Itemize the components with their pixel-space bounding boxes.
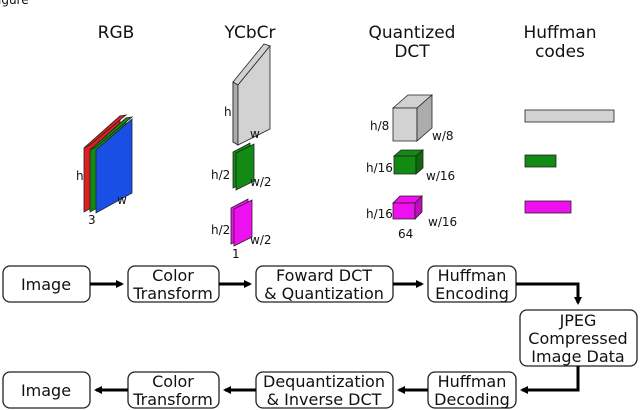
rgb-depth-label: 3 (88, 213, 96, 227)
cr-w-label: w/2 (250, 233, 272, 247)
header-quantized: Quantized (369, 23, 456, 43)
encode-color-label: Color (152, 266, 194, 285)
dct-y-front (392, 107, 418, 142)
header-codes: codes (535, 42, 585, 62)
dct-cb-w-label: w/16 (426, 169, 455, 183)
arrow-jpeg-to-huffman-decoding (520, 366, 580, 394)
rgb-red-top (83, 114, 128, 149)
dct-depth-label: 64 (398, 227, 413, 241)
dct-y-h-label: h/8 (370, 119, 389, 133)
huffman-encoding-label-1: Huffman (438, 266, 507, 285)
ycbcr-depth-label: 1 (232, 247, 240, 261)
huffman-code-bars (524, 109, 615, 214)
rgb-w-label: w (117, 193, 127, 207)
huffman-decoding-label-2: Decoding (434, 390, 510, 409)
ycbcr-planes: h w h/2 w/2 h/2 w/2 1 (211, 43, 272, 261)
forward-dct-label: Foward DCT (276, 266, 372, 285)
rgb-blue-front (95, 118, 133, 214)
huffman-bar-cb (524, 154, 557, 168)
rgb-h-label: h (76, 169, 84, 183)
decode-image-box (2, 371, 91, 409)
huffman-encoding-label-2: Encoding (435, 284, 509, 303)
dct-cb-h-label: h/16 (366, 161, 393, 175)
decode-color-label: Color (152, 372, 194, 391)
dct-cubes: h/8 w/8 h/16 w/16 h/16 w/16 64 (366, 94, 457, 241)
cr-plane-face (233, 199, 253, 247)
dct-cb-front (393, 155, 417, 175)
dct-y-w-label: w/8 (432, 129, 454, 143)
y-plane-edge (232, 81, 239, 146)
decode-image-label: Image (21, 381, 71, 400)
jpeg-label-3: Image Data (531, 347, 624, 366)
dct-cr-side (414, 195, 423, 220)
rgb-image-stack: h w 3 (76, 114, 134, 227)
jpeg-label-2: Compressed (528, 329, 627, 348)
y-plane-face (237, 44, 271, 146)
cb-w-label: w/2 (250, 175, 272, 189)
inverse-dct-label: & Inverse DCT (267, 390, 382, 409)
dct-cr-front (392, 202, 416, 220)
dct-cr-w-label: w/16 (428, 215, 457, 229)
huffman-bar-y (524, 109, 615, 123)
cr-h-label: h/2 (211, 223, 230, 237)
header-huffman: Huffman (523, 23, 596, 43)
huffman-bar-cr (524, 200, 572, 214)
header-ycbcr: YCbCr (224, 23, 276, 43)
quantization-label: & Quantization (264, 284, 384, 303)
dequantization-label: Dequantization (263, 372, 385, 391)
y-w-label: w (250, 127, 260, 141)
encode-image-label: Image (21, 275, 71, 294)
dct-cr-h-label: h/16 (366, 207, 393, 221)
cb-plane-face (235, 143, 255, 191)
header-dct: DCT (394, 42, 430, 62)
cb-h-label: h/2 (211, 168, 230, 182)
dct-y-side (416, 94, 433, 142)
jpeg-label-1: JPEG (559, 311, 597, 330)
arrow-huffman-to-jpeg (516, 282, 582, 305)
header-rgb: RGB (98, 23, 135, 43)
encode-transform-label: Transform (132, 284, 213, 303)
dct-cb-side (415, 149, 424, 175)
decode-transform-label: Transform (132, 390, 213, 409)
decode-pipeline: Image Color Transform Dequantization & I… (2, 366, 580, 409)
caption-fragment: igure (0, 0, 29, 7)
huffman-decoding-label-1: Huffman (438, 372, 507, 391)
rgb-green-top (89, 116, 134, 151)
jpeg-compressed: JPEG Compressed Image Data (519, 309, 638, 367)
encode-pipeline: Image Color Transform Foward DCT & Quant… (2, 265, 582, 305)
y-h-label: h (224, 105, 232, 119)
